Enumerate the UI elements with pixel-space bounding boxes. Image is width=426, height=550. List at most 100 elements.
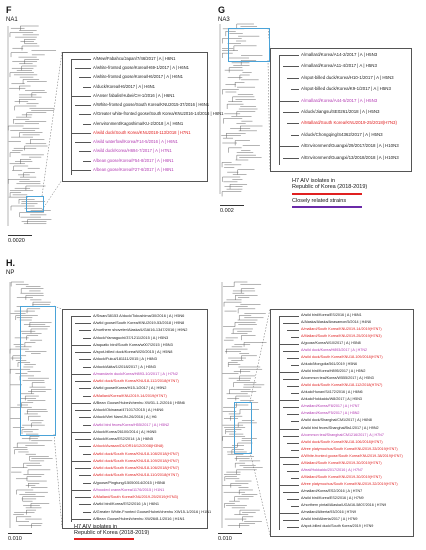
tree-branch — [287, 442, 299, 444]
strain-label: A/Mallard/South Korea/KNU2019-30/2019(H7… — [301, 460, 382, 465]
tree-branch — [83, 337, 91, 339]
strain-label: A/spot-billed duck/Korea/W20/2015 | A | … — [93, 349, 173, 355]
gene-label-np: NP — [6, 270, 15, 276]
tree-branch — [283, 519, 299, 521]
tree-branch — [71, 59, 91, 60]
strain-label: A/Environment/Guangxi/13/2018/2018 | A |… — [301, 154, 399, 160]
legend-line1: H7 AIV isolates in — [74, 524, 118, 530]
strain-label: A/Greater white-fronted goose/South Kore… — [93, 111, 224, 117]
tree-branch — [287, 386, 299, 388]
tree-branch — [83, 511, 91, 513]
strain-label: A/wild bird feces/Korea/H55/2017 | A | H… — [93, 421, 170, 427]
strain-label: A/Swan/38153 A/duck/Tokushima/30/2016 | … — [93, 313, 185, 318]
scale-label-h: 0.010 — [8, 536, 22, 542]
strain-label: A/wild duck/South Korea/KNU18-109/2018(H… — [301, 355, 383, 360]
strain-label: A/bean goose/Korea/F27-6/2017 | A | H6N1 — [93, 166, 174, 172]
strain-label: A/goose/Korea/W10/2017 | A | H5N8 — [301, 341, 361, 346]
tree-branch — [279, 146, 299, 148]
tree-branch — [83, 453, 91, 455]
connector-line — [53, 433, 63, 528]
strain-label: A/duck/Viet Nam/JN-26/2016 | A | H6 — [93, 414, 157, 420]
strain-label: A/wild duck/South Korea/KNU2018-113/2018… — [93, 129, 191, 135]
tree-branch — [279, 344, 299, 346]
tree-branch — [287, 330, 299, 332]
strain-label: A/Mallard/South Korea/KNU2019-25/2019(H7… — [301, 334, 382, 339]
legend-red-bar — [74, 537, 134, 540]
connector-line — [249, 451, 271, 536]
strain-label: A/mallard/Korea/ES2/2016 | A | H7N7 — [301, 488, 363, 493]
strain-label: A/mallard/South Korea/KNU2019-14/2019(H7… — [301, 327, 382, 332]
tree-trunk — [279, 55, 280, 165]
tree-branch — [291, 89, 299, 91]
strain-label: A/wild duck/South Korea/KNU18-109/2018(H… — [93, 457, 180, 463]
zoom-panel-h: A/Swan/38153 A/duck/Tokushima/30/2016 | … — [62, 309, 211, 529]
strain-label: A/Bean Goose/Hubei/chenhu XW26/8-1/2016 … — [93, 515, 185, 521]
connector-line — [267, 59, 271, 171]
strain-label: A/wild bird/Korea/H895/2017 | A | H5N2 — [301, 369, 366, 374]
strain-label: A/environment/Kagoshima/KU-2/2018 | A | … — [93, 120, 184, 126]
scale-label-i: 0.010 — [218, 536, 232, 542]
tree-branch — [291, 393, 299, 395]
tree-branch — [283, 112, 299, 113]
strain-label: A/wild goose/Korea/H15-1/2017 | A | H9N2 — [93, 385, 167, 391]
panel-label-h: H. — [6, 258, 15, 268]
tree-branch — [279, 55, 299, 56]
strain-label: A/northern pintail/Alaska/UGAI16-5807/20… — [301, 502, 387, 507]
highlight-box-g — [228, 28, 270, 62]
strain-label: A/wild duck/Shanghai/CM1/2017 | A | H6N8 — [301, 418, 372, 423]
tree-branch — [283, 157, 299, 159]
tree-branch — [291, 421, 299, 423]
strain-label: A/spot-billed duck/Korea/H10-1/2017 | A … — [301, 74, 394, 80]
tree-branch — [79, 446, 91, 448]
tree-branch — [71, 489, 91, 491]
strain-label: A/wild duck/South Korea/KNU18-112/2018(H… — [93, 378, 179, 384]
legend-line2: Republic of Korea (2018-2019) — [74, 530, 150, 537]
strain-label: A/duck/Avasan/DUOR16/12/2008(H3N8) — [93, 443, 164, 449]
connector-line — [249, 308, 271, 403]
tree-branch — [75, 68, 91, 70]
strain-label: A/aquatic bird/South Korea/w007/2015 | H… — [93, 341, 173, 347]
strain-label: A/duck/Okinawa/471017/2015 | A | H4N6 — [93, 407, 164, 413]
strain-label: A/white-fronted goose/Korea/H6/2017 | A … — [93, 74, 183, 80]
scale-label-f: 0.0020 — [8, 238, 25, 244]
strain-label: A/Alaska/Alaska/Anasamon/5/2014 | H4N6 — [301, 320, 372, 325]
strain-label: A/teal/Hokkaido/2017/2016 | A | H7N7 — [301, 467, 363, 472]
tree-branch — [279, 400, 299, 402]
panel-label-f: F — [6, 5, 12, 15]
connector-line — [41, 179, 63, 211]
strain-label: A/mallard/Korea/A44-5/2017 | A | H5N3 — [301, 97, 378, 103]
strain-label: A/Bean Goose/Hubei/chenhu XW31-1-2/2016 … — [93, 399, 185, 405]
tree-branch — [83, 86, 91, 88]
legend-line1: H7 AIV isolates in — [292, 178, 336, 184]
tree-branch — [283, 407, 299, 409]
highlight-box-h — [20, 306, 56, 436]
strain-label: A/northern shoveler/Alaska/UGAI16-1347/2… — [93, 327, 188, 333]
strain-label: A/mallard/Korea/F5/2017 | A | H5N2 — [301, 411, 360, 416]
strain-label: A/wild bird feces/Shanghai/Bs1/2017 | A … — [301, 425, 379, 430]
strain-label: A/duck/Jiangsu/SE0261/2018 | A | H5N3 — [301, 109, 380, 114]
tree-branch — [79, 151, 91, 153]
tree-branch — [79, 114, 91, 116]
tree-branch — [287, 77, 299, 79]
strain-label: A/wild bird/Korea/ES2/2016 | A | H7N9 — [301, 495, 364, 500]
tree-branch — [287, 123, 299, 125]
strain-label: A/wild duck/South Korea/KNU18-110/2018(H… — [93, 472, 179, 478]
tree-branches — [221, 281, 267, 528]
tree-branch — [291, 505, 299, 507]
strain-label: A/duck/Mongolia/561/2019 | H5N6 — [301, 362, 358, 367]
tree-branch — [75, 497, 91, 499]
scale-bar-i: 0.010 — [218, 533, 242, 542]
tree-branch — [279, 316, 299, 317]
gene-label-na3: NA3 — [218, 17, 230, 23]
tree-branch — [283, 323, 299, 325]
tree-branch — [287, 358, 299, 360]
tree-branch — [283, 491, 299, 493]
scale-label-g: 0.002 — [220, 208, 234, 214]
strain-label: A/wild bird/Korea/ES/2016 | A | H6N1 — [301, 313, 362, 317]
tree-branch — [283, 463, 299, 465]
tree-branch — [279, 100, 299, 102]
strain-label: A/hooded crane/Korea/1176/2015 | H1N1 — [93, 486, 165, 492]
tree-branch — [79, 475, 91, 477]
